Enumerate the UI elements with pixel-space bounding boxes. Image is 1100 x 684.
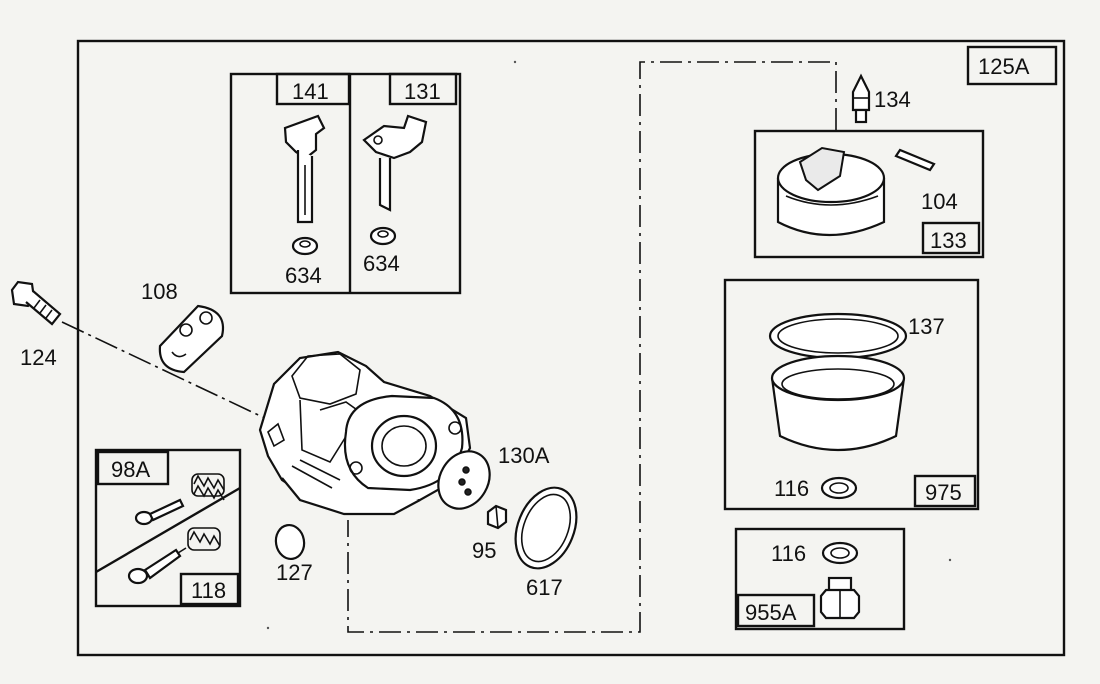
callout-127: 127 [276,560,313,585]
callout-130A: 130A [498,443,550,468]
callout-124: 124 [20,345,57,370]
kit-125A-label-box: 125A [966,45,1058,86]
callout-133: 133 [930,228,967,253]
shaft-seal-part [369,226,397,246]
mixture-spring-part [187,527,221,551]
nut-washer-part [821,541,859,565]
callout-131: 131 [404,79,441,104]
callout-98A: 98A [111,457,150,482]
callout-634-left: 634 [285,263,322,288]
choke-shaft-part [362,114,428,212]
callout-955A: 955A [745,600,797,625]
callout-116-upper: 116 [774,476,809,501]
kit-bracket-line [347,61,837,633]
callout-125A: 125A [978,54,1030,79]
diaphragm-disc-part [437,450,491,510]
shaft-seal-part [291,236,319,256]
callout-137: 137 [908,314,945,339]
o-ring-part [514,486,578,570]
welch-plug-part [486,504,508,530]
idle-spring-part [191,473,225,501]
float-bowl-part [770,354,906,452]
callout-108: 108 [141,279,178,304]
seal-ring-part [274,523,306,561]
callout-95: 95 [472,538,496,563]
float-hinge-pin-part [894,148,936,172]
idle-speed-screw-part [134,498,185,526]
callout-634-right: 634 [363,251,400,276]
mounting-screw-part [10,280,62,326]
float-kit-box: 133 104 [753,129,985,259]
callout-116-lower: 116 [771,541,806,566]
float-part [776,146,886,236]
outer-assembly-frame [76,39,1066,657]
float-bowl-kit-box: 975 137 116 [723,278,980,511]
throttle-shaft-part [283,114,326,224]
callout-104: 104 [921,189,958,214]
callout-975: 975 [925,480,962,505]
bowl-gasket-ring-part [768,312,908,360]
mixture-screw-part [127,547,187,585]
inlet-needle-part [851,73,871,124]
callout-134: 134 [874,87,911,112]
adjusting-screw-kit-box: 98A 118 [94,448,242,608]
mounting-gasket-part [158,304,225,374]
bowl-washer-part [820,476,858,500]
carburetor-body-part [258,350,472,516]
callout-617: 617 [526,575,563,600]
callout-141: 141 [292,79,329,104]
callout-118: 118 [191,578,226,603]
shaft-kit-box: 141 131 634 634 [229,72,462,295]
screw-leader-line [61,321,291,431]
bowl-nut-kit-box: 955A 116 [734,527,906,631]
bowl-nut-part [819,576,861,620]
